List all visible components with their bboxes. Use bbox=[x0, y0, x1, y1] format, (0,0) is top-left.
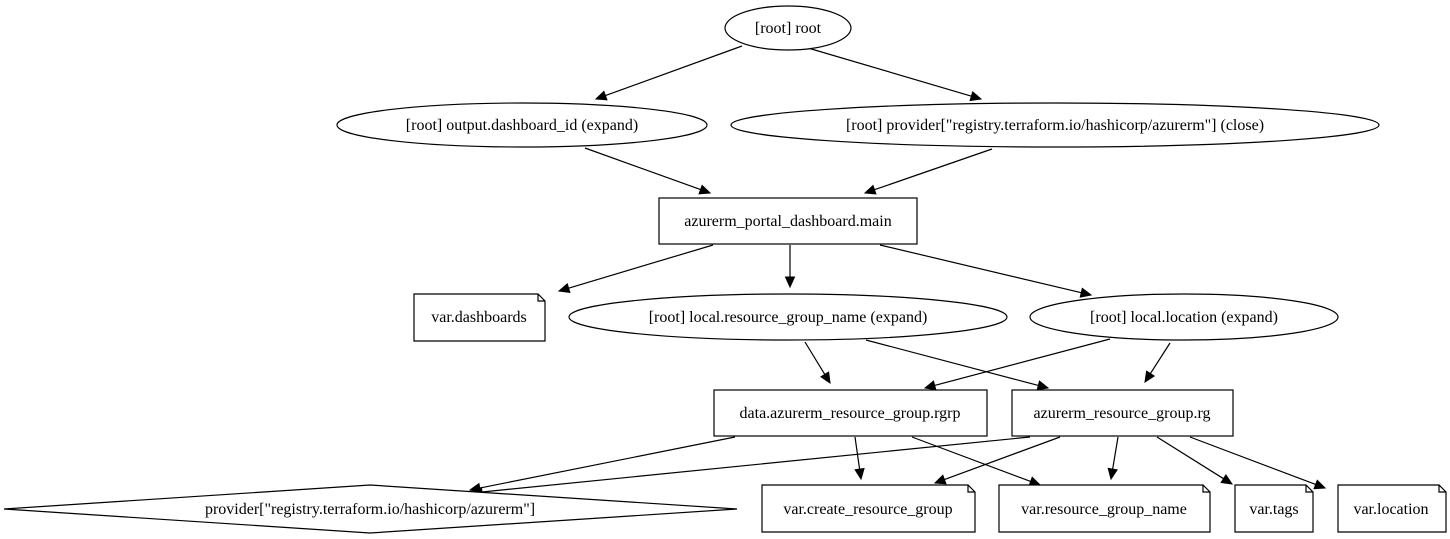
node-provider-label: provider["registry.terraform.io/hashicor… bbox=[205, 501, 535, 518]
node-var-location-shape bbox=[1337, 484, 1447, 533]
node-rg[interactable]: azurerm_resource_group.rg bbox=[1011, 389, 1234, 437]
edge-rg-to-var-create-rg bbox=[933, 436, 1061, 485]
edge-rg-to-var-rg-name bbox=[1107, 436, 1119, 481]
edge-local-rg-name-to-data-rgrp bbox=[804, 341, 831, 385]
edge-line bbox=[879, 244, 1082, 294]
edge-line bbox=[804, 341, 826, 375]
node-var-dashboards-shape bbox=[413, 293, 546, 342]
node-local-location-label: [root] local.location (expand) bbox=[1090, 309, 1278, 326]
arrowhead-icon bbox=[1220, 473, 1234, 485]
node-provider[interactable]: provider["registry.terraform.io/hashicor… bbox=[3, 484, 738, 534]
node-local-resource-group-name[interactable]: [root] local.resource_group_name (expand… bbox=[568, 293, 1008, 341]
node-local-resource-group-name-shape bbox=[568, 293, 1008, 341]
node-root-shape bbox=[724, 5, 852, 51]
node-data-rgrp-shape bbox=[713, 389, 988, 437]
arrowhead-icon bbox=[1313, 479, 1327, 490]
edge-output-dashboard-id-to-dashboard-main bbox=[584, 147, 712, 195]
arrowhead-icon bbox=[557, 282, 571, 294]
arrowhead-icon bbox=[594, 90, 608, 101]
node-provider-close[interactable]: [root] provider["registry.terraform.io/h… bbox=[730, 102, 1380, 148]
node-var-create-resource-group-shape bbox=[761, 484, 976, 533]
edge-line bbox=[807, 47, 972, 97]
node-root-label: [root] root bbox=[755, 20, 822, 37]
arrowhead-icon bbox=[969, 90, 983, 102]
arrowhead-icon bbox=[923, 380, 937, 391]
edge-line bbox=[944, 436, 1061, 481]
edge-root-to-output-dashboard-id bbox=[594, 45, 743, 101]
edge-data-rgrp-to-provider bbox=[468, 436, 736, 494]
edge-local-location-to-rg bbox=[1144, 342, 1171, 384]
edge-line bbox=[865, 339, 1039, 387]
node-output-dashboard-id-label: [root] output.dashboard_id (expand) bbox=[406, 117, 638, 134]
node-var-location[interactable]: var.location bbox=[1337, 484, 1447, 533]
edge-line bbox=[1189, 436, 1316, 486]
node-output-dashboard-id[interactable]: [root] output.dashboard_id (expand) bbox=[336, 102, 708, 148]
node-local-location-shape bbox=[1029, 293, 1339, 341]
edge-dashboard-main-to-var-dashboards bbox=[557, 244, 714, 294]
node-var-create-resource-group-label: var.create_resource_group bbox=[783, 501, 952, 518]
node-rg-label: azurerm_resource_group.rg bbox=[1034, 405, 1211, 422]
node-var-dashboards[interactable]: var.dashboards bbox=[413, 293, 546, 342]
node-var-resource-group-name[interactable]: var.resource_group_name bbox=[998, 484, 1211, 533]
arrowhead-icon bbox=[820, 371, 831, 385]
node-var-tags[interactable]: var.tags bbox=[1234, 484, 1314, 533]
node-dashboard-main-shape bbox=[658, 197, 918, 245]
node-output-dashboard-id-shape bbox=[336, 102, 708, 148]
edge-line bbox=[934, 338, 1111, 387]
edge-local-rg-name-to-rg bbox=[865, 339, 1050, 391]
edge-line bbox=[479, 436, 736, 489]
node-provider-close-shape bbox=[730, 102, 1380, 148]
arrowhead-icon bbox=[1036, 380, 1050, 391]
node-root[interactable]: [root] root bbox=[724, 5, 852, 51]
node-dashboard-main[interactable]: azurerm_portal_dashboard.main bbox=[658, 197, 918, 245]
edge-data-rgrp-to-var-create-rg bbox=[854, 436, 865, 481]
edge-root-to-provider-close bbox=[807, 47, 983, 102]
edge-dashboard-main-to-local-rg-name bbox=[784, 245, 796, 289]
edge-provider-close-to-dashboard-main bbox=[863, 148, 993, 195]
edge-line bbox=[874, 148, 993, 191]
edge-local-location-to-data-rgrp bbox=[923, 338, 1111, 391]
edge-rg-to-var-tags bbox=[1156, 436, 1234, 485]
node-provider-shape bbox=[3, 484, 738, 534]
edge-line bbox=[1112, 436, 1119, 470]
node-var-dashboards-label: var.dashboards bbox=[431, 309, 527, 326]
edge-line bbox=[854, 436, 861, 470]
node-var-resource-group-name-shape bbox=[998, 484, 1211, 533]
edge-line bbox=[584, 147, 701, 191]
node-data-rgrp-label: data.azurerm_resource_group.rgrp bbox=[740, 405, 961, 422]
arrowhead-icon bbox=[1079, 287, 1093, 298]
node-var-location-label: var.location bbox=[1353, 501, 1428, 518]
arrowhead-icon bbox=[933, 474, 947, 485]
edge-dashboard-main-to-local-location bbox=[879, 244, 1093, 298]
arrowhead-icon bbox=[1144, 370, 1156, 384]
arrowhead-icon bbox=[1107, 467, 1118, 481]
node-local-location[interactable]: [root] local.location (expand) bbox=[1029, 293, 1339, 341]
edge-line bbox=[1149, 342, 1171, 374]
node-local-resource-group-name-label: [root] local.resource_group_name (expand… bbox=[649, 309, 928, 326]
node-rg-shape bbox=[1011, 389, 1234, 437]
node-data-rgrp[interactable]: data.azurerm_resource_group.rgrp bbox=[713, 389, 988, 437]
arrowhead-icon bbox=[863, 184, 877, 195]
edge-data-rgrp-to-var-rg-name bbox=[911, 436, 1042, 487]
arrowhead-icon bbox=[784, 276, 796, 289]
arrowhead-icon bbox=[698, 184, 712, 195]
edge-line bbox=[605, 45, 743, 97]
node-var-create-resource-group[interactable]: var.create_resource_group bbox=[761, 484, 976, 533]
node-var-tags-shape bbox=[1234, 484, 1314, 533]
node-dashboard-main-label: azurerm_portal_dashboard.main bbox=[684, 213, 891, 230]
edge-line bbox=[481, 436, 1031, 493]
node-var-tags-label: var.tags bbox=[1249, 501, 1298, 518]
edge-line bbox=[911, 436, 1031, 483]
arrowhead-icon bbox=[854, 467, 865, 481]
edge-rg-to-var-location bbox=[1189, 436, 1327, 490]
edge-layer bbox=[468, 45, 1327, 498]
node-provider-close-label: [root] provider["registry.terraform.io/h… bbox=[846, 117, 1264, 134]
edge-line bbox=[1156, 436, 1224, 480]
edge-line bbox=[568, 244, 714, 289]
node-var-resource-group-name-label: var.resource_group_name bbox=[1021, 501, 1187, 518]
